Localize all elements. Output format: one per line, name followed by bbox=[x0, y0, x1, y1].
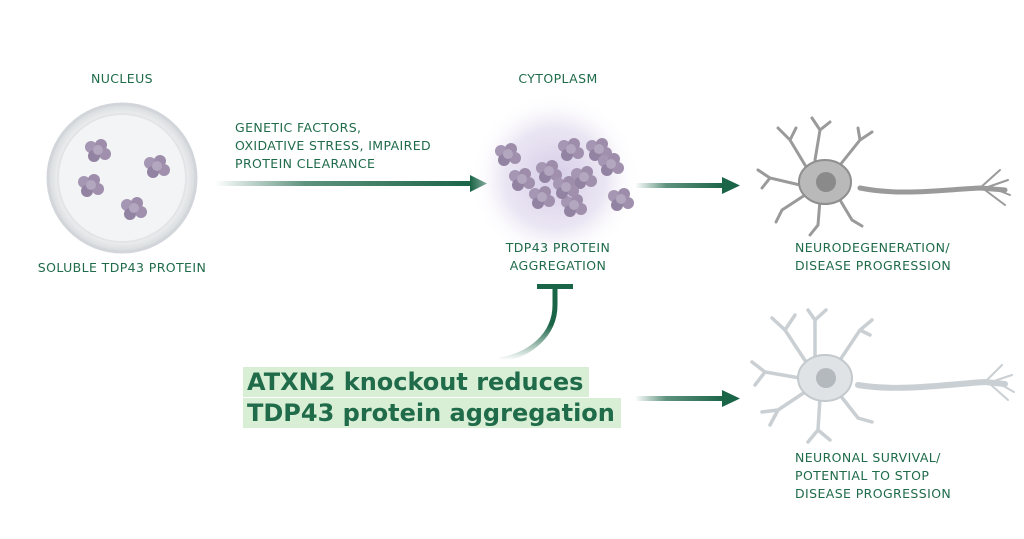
caption-line: TDP43 PROTEIN bbox=[505, 240, 611, 255]
degenerating-neuron bbox=[756, 116, 1011, 237]
nucleus-caption: SOLUBLE TDP43 PROTEIN bbox=[37, 260, 207, 275]
intervention-line-1: ATXN2 knockout reduces bbox=[243, 367, 590, 397]
survival-caption: NEURONAL SURVIVAL/ POTENTIAL TO STOP DIS… bbox=[795, 449, 951, 503]
factors-line: PROTEIN CLEARANCE bbox=[235, 156, 376, 171]
factors-label: GENETIC FACTORS, OXIDATIVE STRESS, IMPAI… bbox=[235, 119, 431, 173]
caption-line: NEURONAL SURVIVAL/ bbox=[795, 450, 941, 465]
arrow-to-neurodegeneration bbox=[635, 177, 740, 194]
caption-line: POTENTIAL TO STOP bbox=[795, 468, 930, 483]
inhibition-symbol bbox=[499, 284, 573, 363]
aggregation-caption: TDP43 PROTEIN AGGREGATION bbox=[506, 239, 611, 275]
cytoplasm-title: CYTOPLASM bbox=[518, 71, 598, 86]
intervention-line-2: TDP43 protein aggregation bbox=[243, 398, 621, 428]
nucleus-title: NUCLEUS bbox=[91, 71, 153, 86]
neurodegeneration-caption: NEURODEGENERATION/ DISEASE PROGRESSION bbox=[795, 239, 951, 275]
factors-line: OXIDATIVE STRESS, IMPAIRED bbox=[235, 138, 432, 153]
arrow-to-survival bbox=[635, 390, 740, 407]
arrow-to-cytoplasm bbox=[215, 175, 487, 192]
caption-line: DISEASE PROGRESSION bbox=[795, 258, 952, 273]
factors-line: GENETIC FACTORS, bbox=[235, 120, 362, 135]
protein-aggregate bbox=[470, 93, 640, 263]
caption-line: DISEASE PROGRESSION bbox=[795, 486, 952, 501]
healthy-neuron bbox=[750, 308, 1015, 444]
nucleus-cell bbox=[46, 102, 198, 254]
caption-line: NEURODEGENERATION/ bbox=[795, 240, 950, 255]
caption-line: AGGREGATION bbox=[509, 258, 607, 273]
